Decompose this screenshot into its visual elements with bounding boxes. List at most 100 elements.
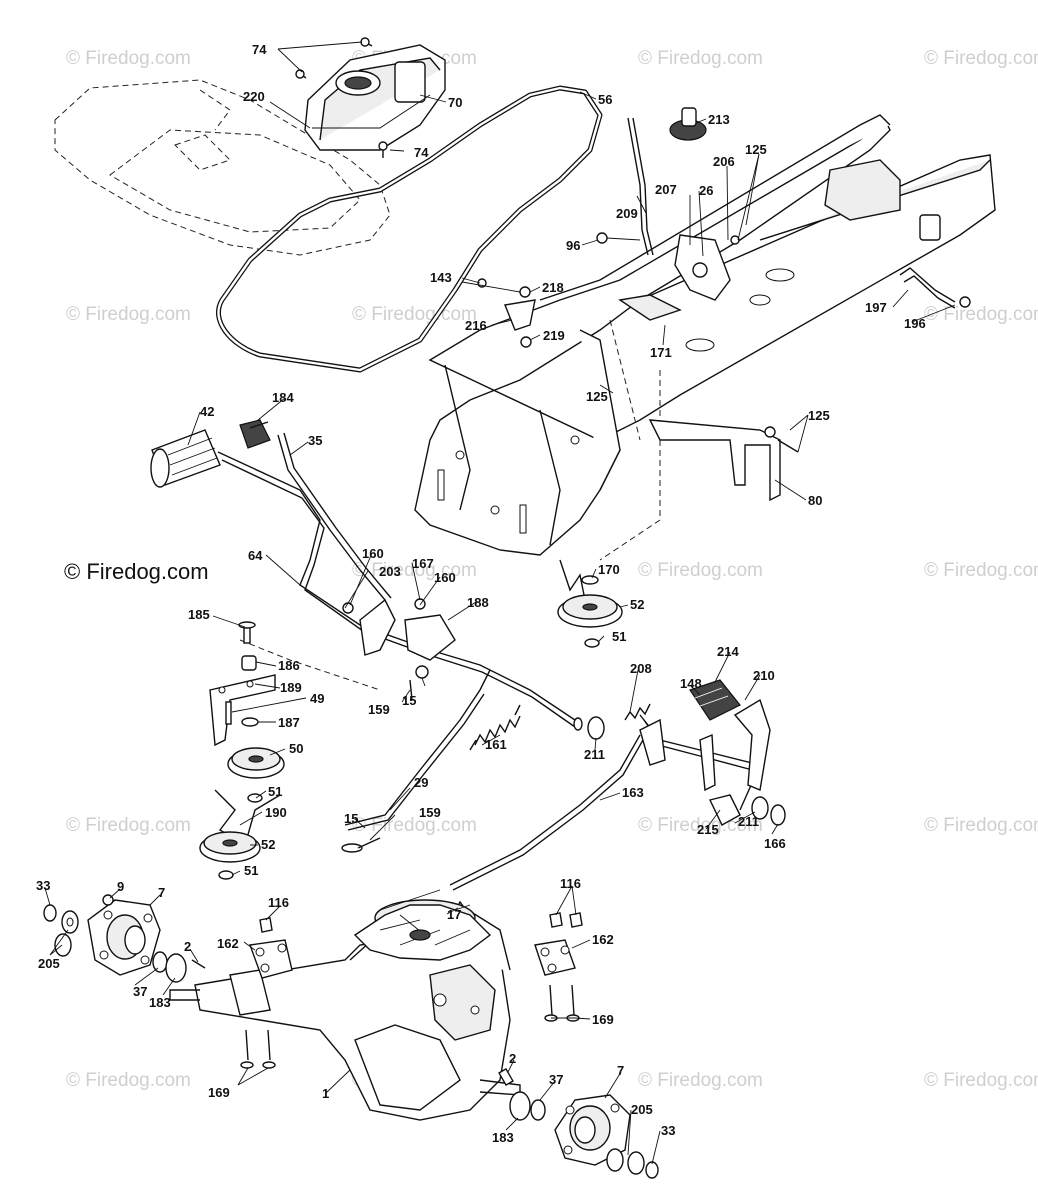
callout-162: 162 <box>592 932 614 947</box>
callout-208: 208 <box>630 661 652 676</box>
watermark: © Firedog.com <box>66 304 191 325</box>
callout-7: 7 <box>617 1063 625 1078</box>
idler-pulley-52-upper <box>557 559 623 648</box>
mount-bracket-162-right <box>534 912 583 1022</box>
watermark: © Firedog.com <box>924 304 1038 325</box>
watermark: © Firedog.com <box>638 560 763 581</box>
lever-197 <box>899 267 971 309</box>
watermark: © Firedog.com <box>924 815 1038 836</box>
idler-pulley-52-lower <box>199 789 281 880</box>
callout-209: 209 <box>616 206 638 221</box>
callout-15: 15 <box>344 811 359 826</box>
callout-162: 162 <box>217 936 239 951</box>
watermark: © Firedog.com <box>924 1070 1038 1091</box>
callout-183: 183 <box>492 1130 514 1145</box>
callout-219: 219 <box>543 328 565 343</box>
callout-211: 211 <box>584 747 605 762</box>
callout-188: 188 <box>467 595 489 610</box>
callout-196: 196 <box>904 316 926 331</box>
callout-205: 205 <box>38 956 60 971</box>
callout-161: 161 <box>485 737 507 752</box>
callout-170: 170 <box>598 562 620 577</box>
rod-163 <box>449 734 644 891</box>
wheel-hub-7-right <box>554 1094 631 1166</box>
callout-205: 205 <box>631 1102 653 1117</box>
lift-handle-64 <box>150 419 583 731</box>
callout-26: 26 <box>699 183 714 198</box>
watermark: © Firedog.com <box>352 815 477 836</box>
callout-1: 1 <box>322 1086 330 1101</box>
callout-52: 52 <box>261 837 276 852</box>
callout-125: 125 <box>745 142 767 157</box>
callout-80: 80 <box>808 493 823 508</box>
callout-207: 207 <box>655 182 677 197</box>
watermark: © Firedog.com <box>638 1070 763 1091</box>
watermark: © Firedog.com <box>352 304 477 325</box>
callout-96: 96 <box>566 238 581 253</box>
callout-214: 214 <box>717 644 739 659</box>
callout-211: 211 <box>738 814 759 829</box>
drive-belt-56 <box>215 85 603 373</box>
callout-50: 50 <box>289 741 304 756</box>
cooling-fan <box>353 904 492 961</box>
callout-33: 33 <box>36 878 51 893</box>
callout-166: 166 <box>764 836 786 851</box>
callout-186: 186 <box>278 658 300 673</box>
callout-9: 9 <box>117 879 125 894</box>
callout-74: 74 <box>252 42 267 57</box>
watermark: © Firedog.com <box>66 815 191 836</box>
callout-7: 7 <box>158 885 166 900</box>
console-cover-70 <box>304 44 446 151</box>
callout-35: 35 <box>308 433 323 448</box>
callout-171: 171 <box>650 345 672 360</box>
callout-159: 159 <box>419 805 441 820</box>
tractor-frame <box>414 114 996 561</box>
watermark: © Firedog.com <box>924 48 1038 69</box>
watermark: © Firedog.com <box>66 48 191 69</box>
callout-70: 70 <box>448 95 463 110</box>
callout-167: 167 <box>412 556 434 571</box>
watermark: © Firedog.com <box>352 560 477 581</box>
callout-143: 143 <box>430 270 452 285</box>
brake-pedal-214 <box>639 679 786 826</box>
callout-213: 213 <box>708 112 730 127</box>
callout-216: 216 <box>465 318 487 333</box>
callout-64: 64 <box>248 548 263 563</box>
callout-203: 203 <box>379 564 401 579</box>
callout-29: 29 <box>414 775 429 790</box>
watermark-main: © Firedog.com <box>64 559 209 584</box>
callout-183: 183 <box>149 995 171 1010</box>
callout-56: 56 <box>598 92 613 107</box>
watermark: © Firedog.com <box>638 48 763 69</box>
callout-42: 42 <box>200 404 215 419</box>
hardware-right <box>498 1067 659 1179</box>
callout-51: 51 <box>244 863 259 878</box>
callout-197: 197 <box>865 300 887 315</box>
callout-189: 189 <box>280 680 302 695</box>
callout-184: 184 <box>272 390 294 405</box>
callout-218: 218 <box>542 280 564 295</box>
mount-bracket-162-left <box>240 917 293 1069</box>
callout-51: 51 <box>268 784 283 799</box>
callout-215: 215 <box>697 822 719 837</box>
leader-lines <box>44 41 956 1165</box>
callout-210: 210 <box>753 668 775 683</box>
callout-17: 17 <box>447 907 462 922</box>
spring-161 <box>469 704 521 751</box>
callout-187: 187 <box>278 715 300 730</box>
callout-206: 206 <box>713 154 735 169</box>
callout-15: 15 <box>402 693 417 708</box>
linkage-cluster <box>239 598 456 701</box>
callout-2: 2 <box>184 939 192 954</box>
hardware-left <box>43 904 206 983</box>
wheel-hub-7-left <box>87 894 161 976</box>
bracket-216 <box>461 278 536 348</box>
callout-37: 37 <box>133 984 148 999</box>
callout-169: 169 <box>208 1085 230 1100</box>
callout-190: 190 <box>265 805 287 820</box>
callout-125: 125 <box>586 389 608 404</box>
callout-125: 125 <box>808 408 830 423</box>
callout-33: 33 <box>661 1123 676 1138</box>
seat-outline <box>54 79 391 256</box>
